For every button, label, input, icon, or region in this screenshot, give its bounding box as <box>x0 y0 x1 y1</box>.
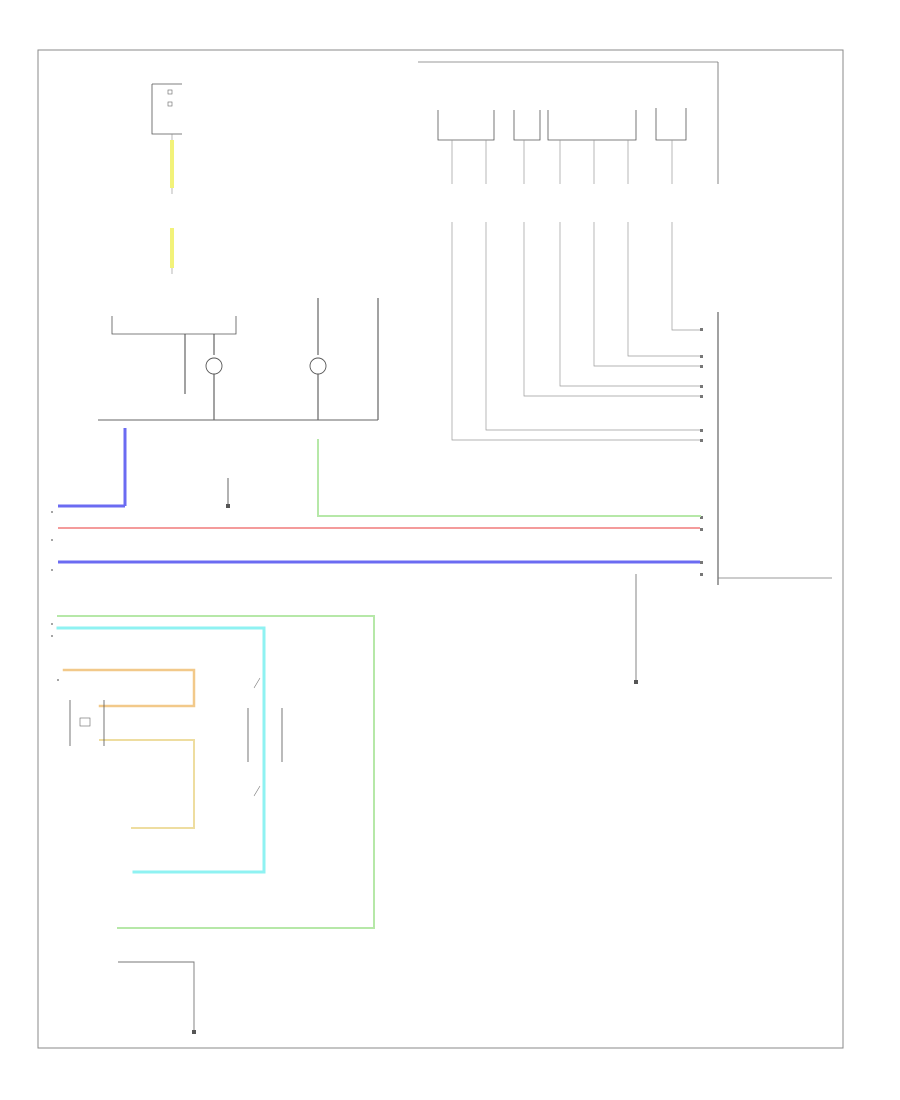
right-lower-branch <box>634 574 832 684</box>
switch-component <box>69 700 105 746</box>
lamp-2-icon <box>309 357 327 375</box>
lamp-1-icon <box>205 357 223 375</box>
instrument-block <box>98 298 379 421</box>
bottom-ground-lead <box>118 961 196 1034</box>
cyan-wire <box>56 626 266 874</box>
top-right-components <box>418 61 719 184</box>
terminal-dots <box>51 511 59 681</box>
orange-wire <box>62 668 196 708</box>
right-module <box>700 312 719 585</box>
top-left-component <box>151 83 182 135</box>
ground-icon <box>226 478 230 508</box>
thin-signal-wires <box>451 222 700 441</box>
green-wire-mid <box>317 439 701 517</box>
green-wire-lower <box>57 615 375 929</box>
sensor-component <box>247 677 283 797</box>
tan-wire <box>99 739 195 829</box>
diagram-frame <box>37 49 844 1049</box>
